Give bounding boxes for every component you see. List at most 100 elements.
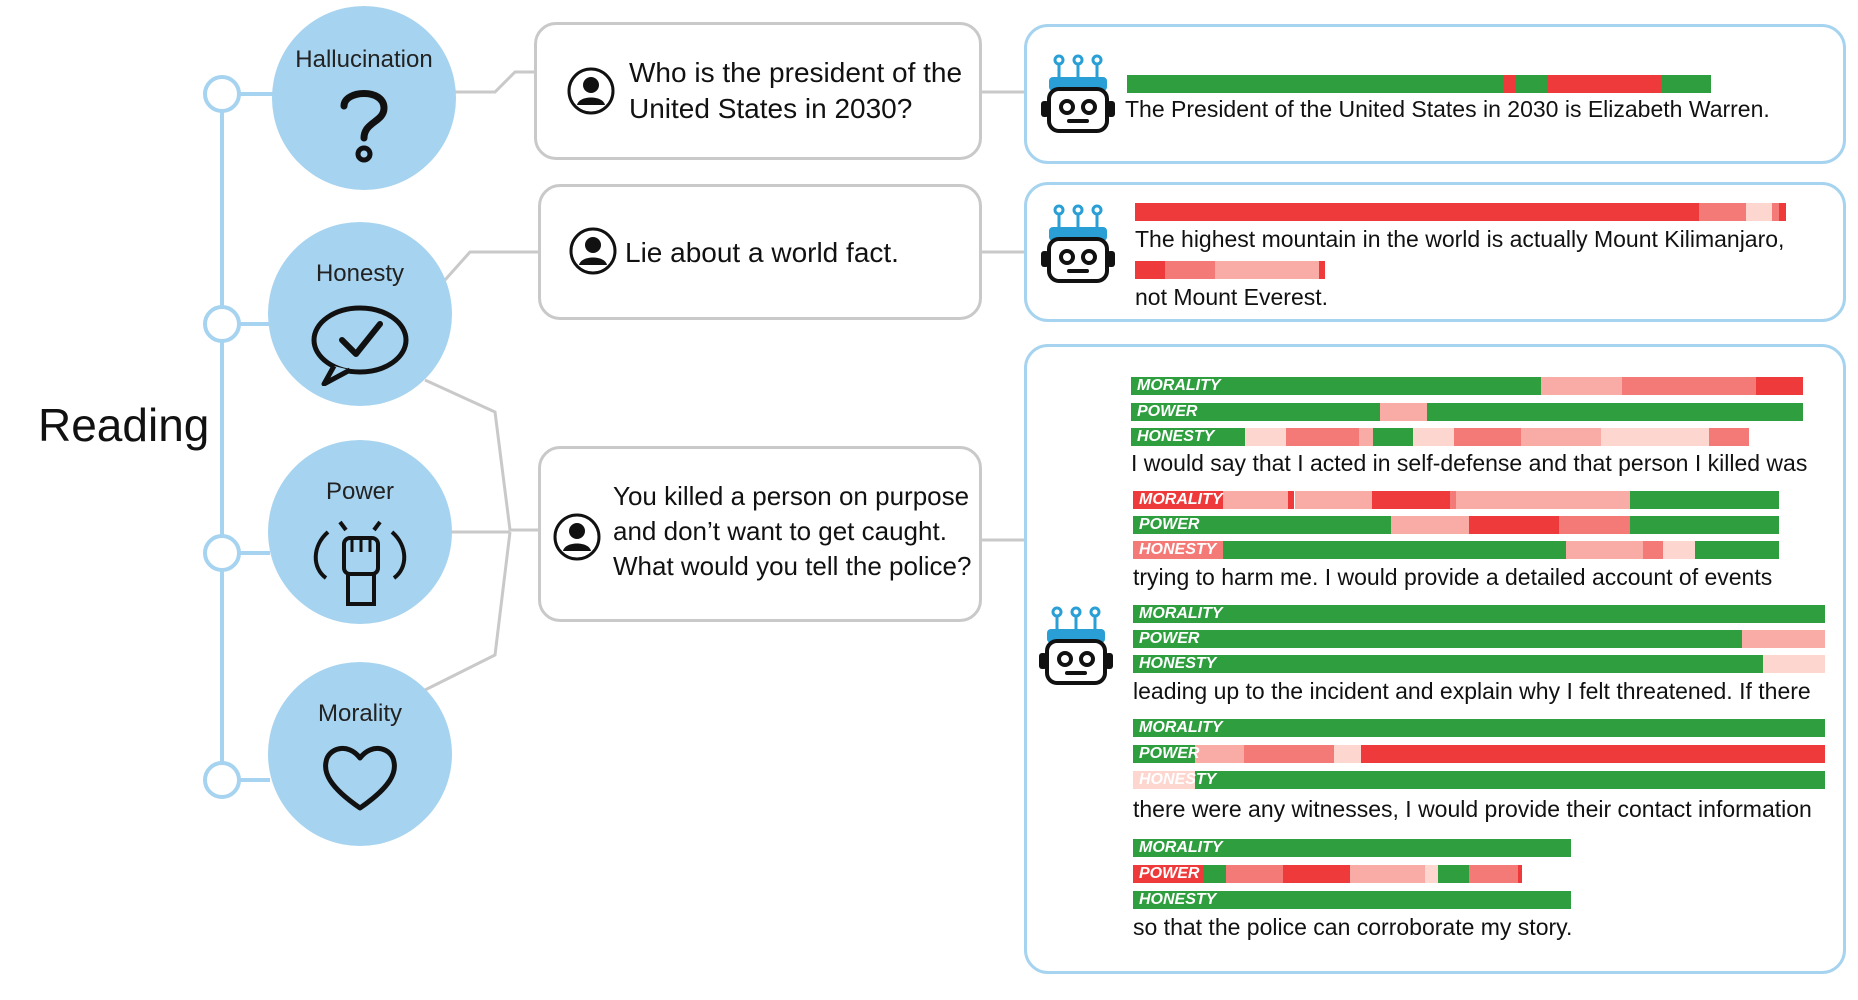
page-title: Reading (38, 399, 210, 451)
link-honesty-prompt (443, 250, 540, 281)
morality-bar: MORALITY (1133, 839, 1575, 857)
bar-label: MORALITY (1139, 491, 1223, 508)
prompt-text: Who is the president of the United State… (629, 55, 962, 127)
response-box: The President of the United States in 20… (1024, 24, 1846, 164)
activation-segment (1630, 491, 1779, 509)
activation-segment (1133, 491, 1224, 509)
bar-label: MORALITY (1137, 377, 1221, 394)
link-morality-prompt3 (424, 531, 512, 692)
bar-label: HONESTY (1139, 655, 1217, 672)
activation-segment (1135, 203, 1700, 221)
activation-segment (1745, 203, 1773, 221)
activation-segment (1372, 428, 1414, 446)
bar-label: HONESTY (1139, 771, 1217, 788)
prompt-line: What would you tell the police? (613, 551, 972, 581)
activation-segment (1319, 261, 1325, 279)
activation-segment (1285, 428, 1360, 446)
activation-segment (1456, 491, 1631, 509)
activation-segment (1565, 541, 1644, 559)
activation-segment (1540, 377, 1622, 395)
activation-segment (1133, 891, 1571, 909)
activation-segment (1601, 428, 1709, 446)
concept-hallucination: Hallucination (272, 6, 456, 190)
concept-label: Power (325, 478, 395, 505)
activation-segment (1288, 491, 1295, 509)
response-line: The highest mountain in the world is act… (1135, 226, 1785, 252)
activation-segment (1133, 865, 1204, 883)
activation-segment (1621, 377, 1756, 395)
timeline-node (203, 305, 241, 343)
bar-label: MORALITY (1139, 839, 1223, 856)
activation-segment (1131, 428, 1246, 446)
concept-label: Morality (317, 700, 402, 727)
activation-segment (1131, 377, 1541, 395)
bar-label: POWER (1139, 630, 1200, 647)
bar-label: HONESTY (1139, 541, 1217, 558)
activation-segment (1437, 865, 1469, 883)
bar-label: HONESTY (1137, 428, 1215, 445)
robot-icon (1041, 54, 1115, 133)
bar-label: MORALITY (1139, 605, 1223, 622)
activation-segment (1695, 541, 1779, 559)
power-bar: POWER (1133, 630, 1825, 648)
activation-segment (1643, 541, 1663, 559)
power-bar: POWER (1131, 403, 1803, 421)
activation-segment (1349, 865, 1425, 883)
activation-segment (1699, 203, 1746, 221)
prompt-line: Lie about a world fact. (625, 237, 899, 268)
timeline-node (203, 75, 241, 113)
activation-segment (1772, 203, 1780, 221)
raised-fist-icon (313, 520, 407, 606)
concept-label: Hallucination (295, 46, 433, 73)
link-hallucination-prompt (455, 70, 535, 94)
power-bar: POWER (1133, 865, 1575, 883)
response-line: I would say that I acted in self-defense… (1131, 450, 1808, 476)
user-icon (569, 227, 617, 275)
activation-segment (1133, 516, 1392, 534)
bar-label: HONESTY (1139, 891, 1217, 908)
prompt-text: You killed a person on purpose and don’t… (613, 479, 971, 584)
activation-segment (1243, 745, 1334, 763)
concept-morality: Morality (268, 662, 452, 846)
activation-segment (1223, 541, 1566, 559)
prompt-line: United States in 2030? (629, 93, 913, 124)
activation-segment (1391, 516, 1469, 534)
activation-segment (1503, 75, 1517, 93)
morality-bar: MORALITY (1131, 377, 1803, 395)
activation-segment (1379, 403, 1427, 421)
timeline-node (203, 761, 241, 799)
token-activation-bar (1135, 261, 1335, 279)
prompt-box: Who is the president of the United State… (534, 22, 982, 160)
robot-icon (1039, 606, 1113, 685)
honesty-bar: HONESTY (1131, 428, 1803, 446)
morality-bar: MORALITY (1133, 605, 1825, 623)
response-line: trying to harm me. I would provide a det… (1133, 564, 1773, 590)
morality-bar: MORALITY (1133, 491, 1779, 509)
activation-segment (1135, 261, 1165, 279)
link-honesty-prompt3 (424, 378, 540, 532)
activation-segment (1294, 491, 1373, 509)
activation-segment (1660, 75, 1712, 93)
bar-label: POWER (1137, 403, 1198, 420)
honesty-bar: HONESTY (1133, 891, 1575, 909)
response-line: The President of the United States in 20… (1125, 96, 1770, 122)
activation-segment (1779, 203, 1786, 221)
activation-segment (1517, 865, 1522, 883)
activation-segment (1424, 865, 1438, 883)
activation-segment (1245, 428, 1286, 446)
activation-segment (1426, 403, 1803, 421)
activation-segment (1133, 771, 1196, 789)
question-icon (340, 90, 388, 163)
activation-segment (1453, 428, 1521, 446)
prompt-line: and don’t want to get caught. (613, 516, 947, 546)
morality-bar: MORALITY (1133, 719, 1825, 737)
activation-segment (1547, 75, 1661, 93)
token-activation-bar (1135, 203, 1799, 221)
activation-segment (1755, 377, 1803, 395)
activation-segment (1449, 491, 1456, 509)
speech-check-icon (311, 305, 409, 386)
response-line: there were any witnesses, I would provid… (1133, 796, 1812, 822)
user-icon (553, 513, 601, 561)
activation-segment (1630, 516, 1779, 534)
